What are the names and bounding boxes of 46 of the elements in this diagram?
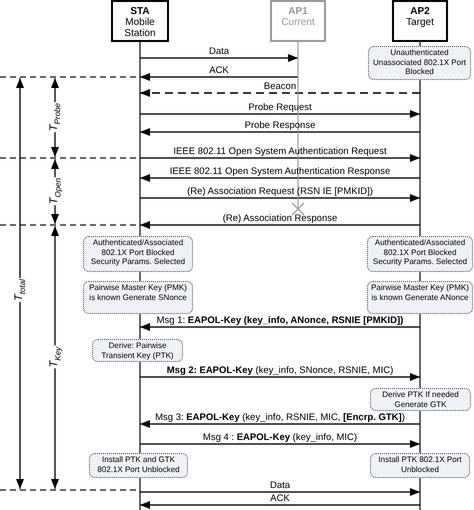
state-note: Install PTK 802.1X Port Unblocked [370, 453, 470, 478]
participant-role: Target [405, 17, 435, 28]
state-note: Authenticated/Associated 802.1X Port Blocked Security Params. Selected [83, 236, 193, 272]
participant-name: STA [129, 6, 151, 17]
state-note: Pairwise Master Key (PMK) is known Generate ANonce [367, 281, 473, 314]
edge-label: Data [270, 480, 290, 491]
message-arrow [140, 373, 420, 381]
message-arrow [140, 110, 420, 118]
message-arrow [140, 154, 420, 162]
participant-name: AP1 [287, 6, 309, 17]
message-arrow [140, 221, 420, 229]
edge-label: Msg 4 : EAPOL-Key (key_info, MIC) [202, 432, 358, 443]
edge-label: Msg 2: EAPOL-Key (key_info, SNonce, RSNIE, MIC) [166, 365, 394, 376]
edge-label: Msg 1: EAPOL-Key (key_info, ANonce, RSNIE [PMKID]) [156, 315, 404, 326]
participant-role: Mobile Station [123, 17, 157, 39]
edge-label: ACK [270, 493, 290, 504]
participant-lifeline [270, 0, 326, 84]
state-note: Authenticated/Associated 802.1X Port Blocked Security Params. Selected [367, 236, 473, 272]
edge-label: IEEE 802.11 Open System Authentication Response [170, 166, 390, 177]
state-note: Install PTK and GTK 802.1X Port Unblocked [89, 453, 188, 478]
message-arrow [140, 420, 420, 428]
message-arrow [140, 89, 420, 97]
message-arrow [140, 174, 420, 182]
edge-label: ACK [209, 65, 229, 76]
message-arrow [140, 488, 420, 496]
edge-label: Msg 3: EAPOL-Key (key_info, RSNIE, MIC, [Encrp. GTK]) [155, 412, 405, 423]
participant-role: Current [280, 17, 316, 28]
edge-label: Probe Request [248, 102, 312, 113]
state-note: Derive PTK If needed Generate GTK [370, 388, 471, 411]
edge-label: (Re) Association Request (RSN IE [PMKID]) [187, 186, 373, 197]
message-arrow [140, 194, 420, 202]
edge-label: Beacon [264, 81, 296, 92]
message-arrow [140, 440, 420, 448]
edge-label: IEEE 802.11 Open System Authentication Request [173, 146, 387, 157]
message-arrow [140, 323, 420, 331]
message-arrow [140, 73, 298, 81]
state-note: Pairwise Master Key (PMK) is known Generate SNonce [83, 281, 193, 314]
state-note: Unauthenticated Unassociated 802.1X Port Blocked [368, 46, 471, 80]
edge-label: Probe Response [244, 120, 316, 131]
edge-label: (Re) Association Response [222, 213, 338, 224]
message-arrow [140, 128, 420, 136]
participant-name: AP2 [409, 6, 431, 17]
message-arrow [140, 501, 420, 509]
state-note: Derive: Pairwise Transient Key (PTK) [92, 339, 183, 362]
edge-label: Data [208, 46, 230, 57]
message-arrow [140, 54, 298, 62]
